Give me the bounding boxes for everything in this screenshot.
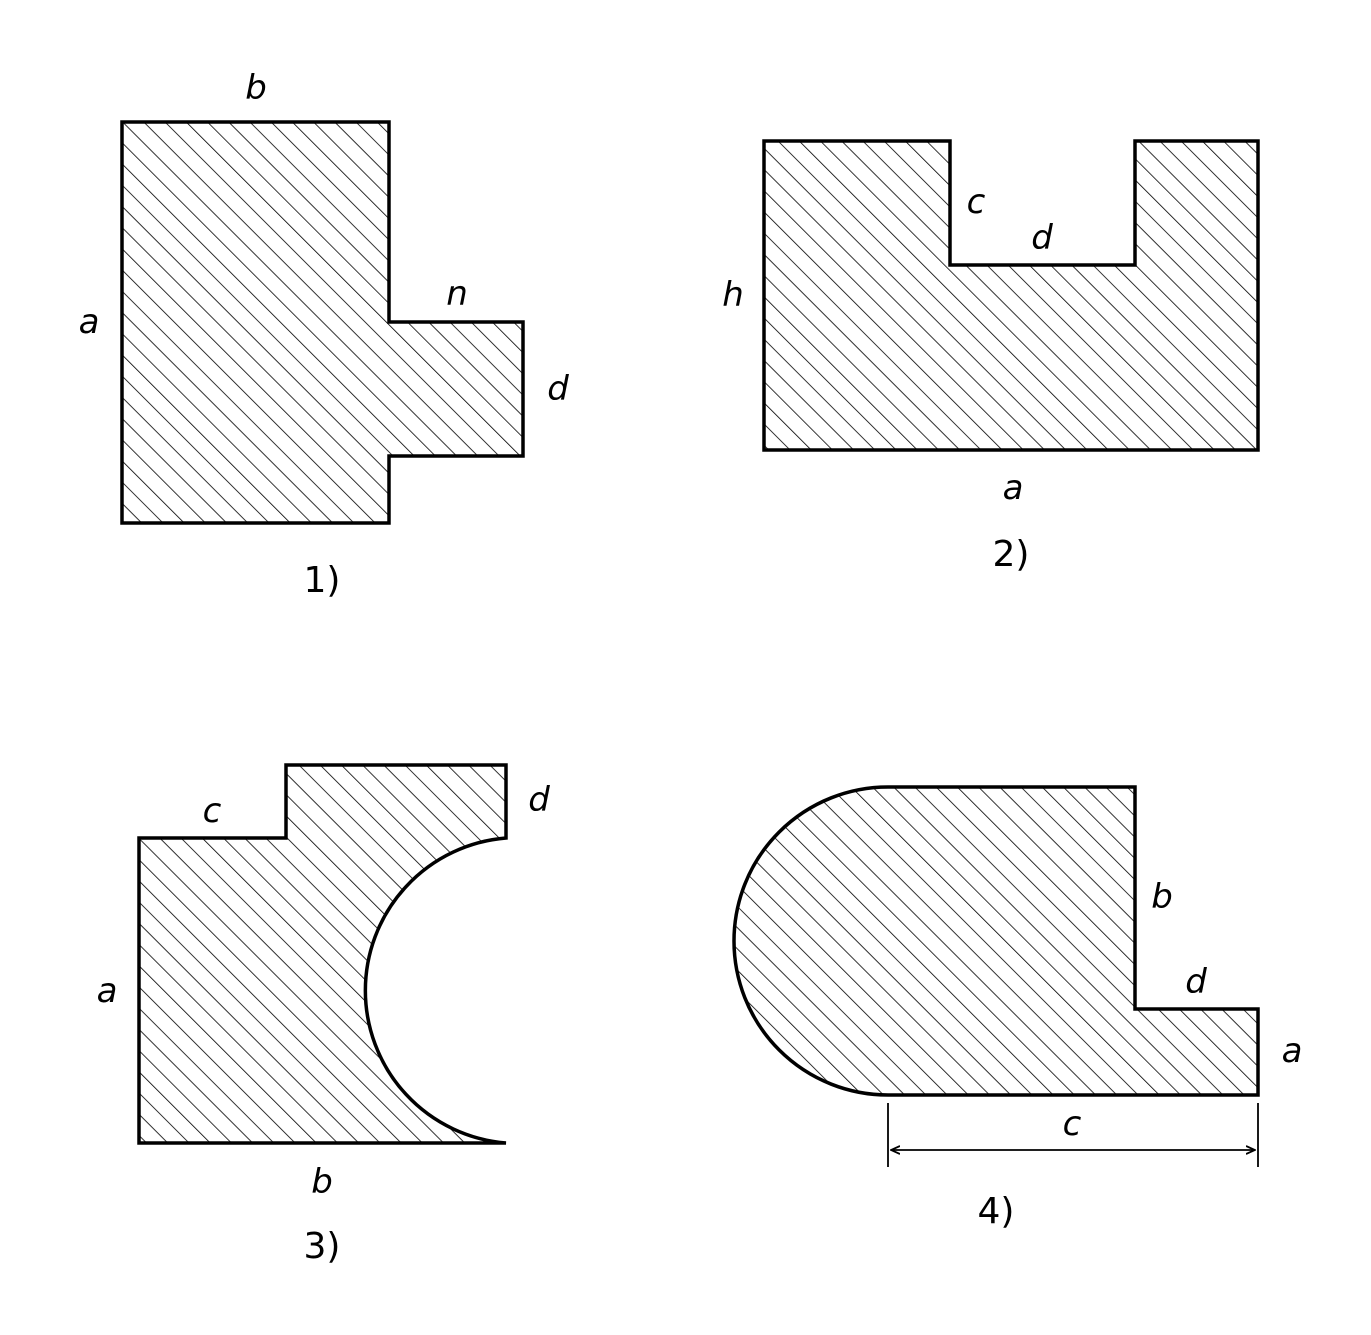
figure-4: b d a c 4) (732, 785, 1303, 1232)
figure-3-hatched-shape (137, 763, 508, 1145)
figure-3-label-right: d (528, 780, 550, 820)
figure-2-label-bottom: a (1003, 468, 1024, 508)
figure-2-label-notch-side: c (967, 182, 986, 222)
figure-3-label-step: c (203, 791, 222, 831)
figure-3-label-bottom: b (311, 1162, 333, 1202)
figure-1-label-step: n (446, 274, 468, 314)
figure-4-label-step: d (1185, 962, 1207, 1002)
figure-2-label-notch-width: d (1031, 218, 1053, 258)
figure-2-hatched-shape (762, 139, 1260, 452)
figure-4-number: 4) (978, 1191, 1015, 1232)
figure-2-label-left: h (722, 275, 744, 315)
figure-2: h c d a 2) (722, 139, 1260, 575)
figure-4-hatched-shape (732, 785, 1260, 1097)
figure-4-label-right-upper: b (1151, 877, 1173, 917)
figure-1-hatched-shape (120, 120, 525, 525)
figure-1-label-right: d (547, 369, 569, 409)
figure-3: a c d b 3) (97, 763, 550, 1267)
figure-1-number: 1) (304, 560, 341, 601)
figure-4-label-right-lower: a (1282, 1031, 1303, 1071)
figure-1-label-top: b (245, 68, 267, 108)
figure-3-number: 3) (304, 1226, 341, 1267)
figure-1-label-left: a (79, 302, 100, 342)
figure-3-label-left: a (97, 971, 118, 1011)
figure-4-label-dimension: c (1063, 1104, 1082, 1144)
figure-1: b a n d 1) (79, 68, 570, 601)
figure-2-number: 2) (993, 534, 1030, 575)
